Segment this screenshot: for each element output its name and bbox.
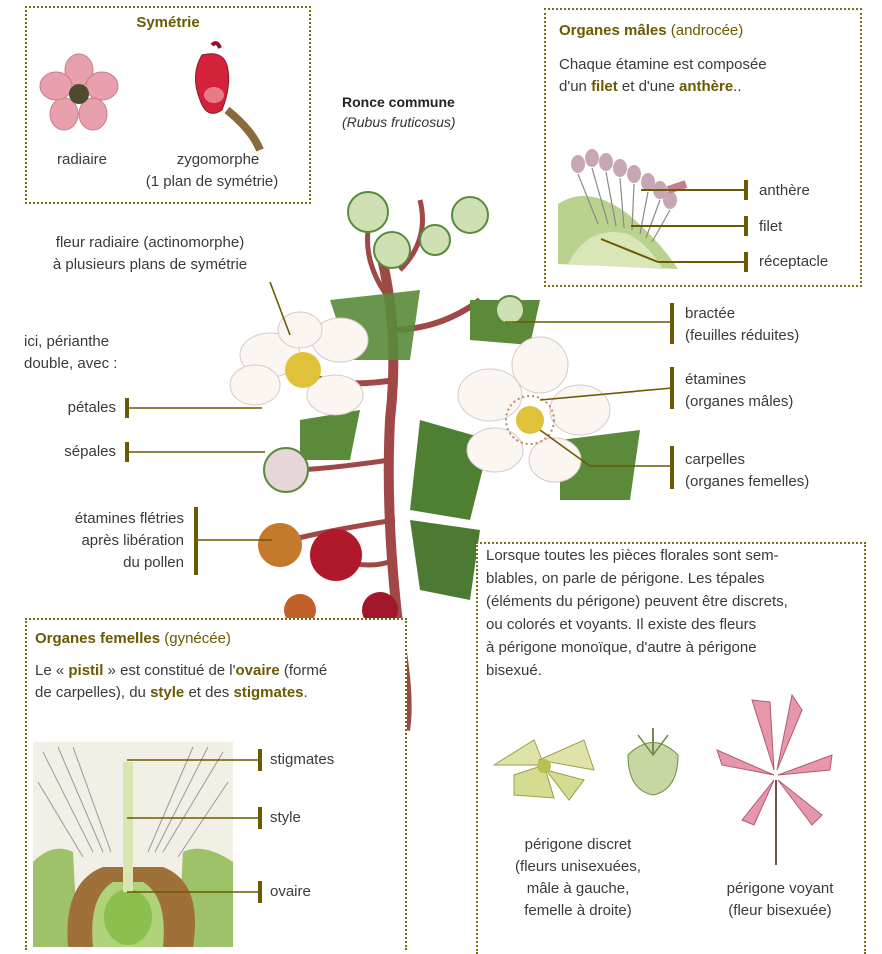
showy-perigone-flower-illustration	[712, 690, 842, 865]
male-perigone-flower-illustration	[484, 720, 604, 800]
female-perigone-flower-illustration	[618, 720, 688, 800]
perigone-discret-caption: périgone discret (fleurs unisexuées, mâl…	[478, 834, 678, 922]
perigone-text: Lorsque toutes les pièces florales sont …	[486, 544, 858, 682]
organes-femelles-box: Organes femelles (gynécée) Le « pistil »…	[25, 618, 407, 950]
perigone-voyant-caption: périgone voyant (fleur bisexuée)	[700, 878, 860, 922]
femelles-leader-lines	[27, 620, 405, 950]
ovaire-label: ovaire	[270, 881, 311, 903]
style-label: style	[270, 807, 301, 829]
stigmates-label: stigmates	[270, 749, 334, 771]
perigone-box: Lorsque toutes les pièces florales sont …	[476, 542, 866, 954]
